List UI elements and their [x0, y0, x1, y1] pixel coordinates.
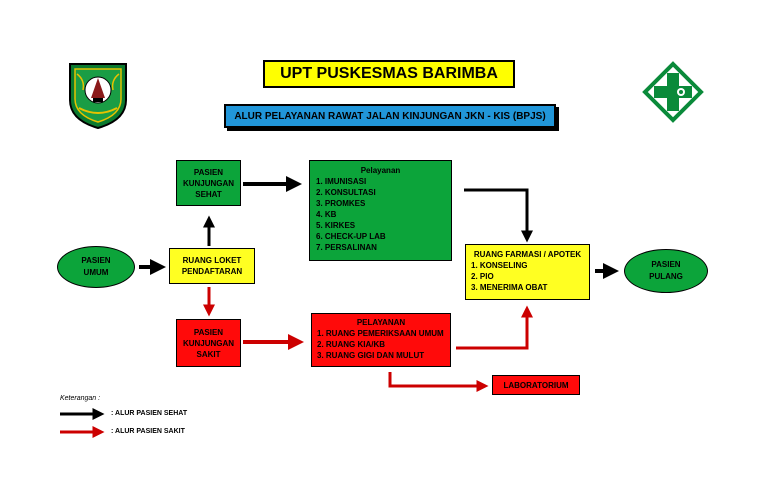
- list-item: 5. KIRKES: [316, 221, 356, 230]
- list-item: 1. RUANG PEMERIKSAAN UMUM: [317, 329, 444, 338]
- list-item: 3. RUANG GIGI DAN MULUT: [317, 351, 425, 360]
- node-pelayanan-sehat-list: 1. IMUNISASI 2. KONSULTASI 3. PROMKES 4.…: [316, 176, 445, 253]
- node-ruang-loket-line2: PENDAFTARAN: [181, 267, 243, 276]
- page-title: UPT PUSKESMAS BARIMBA: [263, 60, 515, 88]
- node-pasien-sakit-line2: KUNJUNGAN: [182, 338, 235, 348]
- node-pasien-sakit: PASIEN KUNJUNGAN SAKIT: [176, 319, 241, 367]
- page-title-text: UPT PUSKESMAS BARIMBA: [280, 65, 498, 82]
- list-item: 3. PROMKES: [316, 199, 366, 208]
- node-laboratorium-label: LABORATORIUM: [503, 380, 569, 390]
- arrow-pelayanan-sakit-to-farmasi: [456, 305, 533, 350]
- list-item: 4. KB: [316, 210, 337, 219]
- node-pelayanan-sakit-list: 1. RUANG PEMERIKSAAN UMUM 2. RUANG KIA/K…: [317, 328, 445, 361]
- node-pelayanan-sehat-title: Pelayanan: [360, 166, 401, 175]
- list-item: 2. RUANG KIA/KB: [317, 340, 386, 349]
- node-pasien-pulang-line1: PASIEN: [651, 260, 681, 269]
- node-ruang-loket-line1: RUANG LOKET: [182, 256, 242, 265]
- list-item: 1. KONSELING: [471, 261, 528, 270]
- node-farmasi-title: RUANG FARMASI / APOTEK: [473, 250, 582, 259]
- node-pelayanan-sakit: PELAYANAN 1. RUANG PEMERIKSAAN UMUM 2. R…: [311, 313, 451, 367]
- node-ruang-loket: RUANG LOKET PENDAFTARAN: [169, 248, 255, 284]
- page-subtitle: ALUR PELAYANAN RAWAT JALAN KINJUNGAN JKN…: [224, 104, 556, 128]
- node-pasien-umum: PASIEN UMUM: [57, 246, 135, 288]
- list-item: 7. PERSALINAN: [316, 243, 377, 252]
- node-pasien-sakit-line3: SAKIT: [196, 349, 221, 359]
- node-farmasi: RUANG FARMASI / APOTEK 1. KONSELING 2. P…: [465, 244, 590, 300]
- regional-emblem-icon: [65, 60, 131, 130]
- legend-caption: Keterangan :: [60, 395, 101, 402]
- node-pasien-umum-line2: UMUM: [83, 268, 109, 277]
- node-pasien-pulang: PASIEN PULANG: [624, 249, 708, 293]
- legend-sick-label: : ALUR PASIEN SAKIT: [111, 428, 185, 435]
- list-item: 1. IMUNISASI: [316, 177, 367, 186]
- arrow-pelayanan-to-farmasi: [464, 188, 533, 243]
- legend-healthy-label: : ALUR PASIEN SEHAT: [111, 410, 188, 417]
- node-pelayanan-sehat: Pelayanan 1. IMUNISASI 2. KONSULTASI 3. …: [309, 160, 452, 261]
- node-pasien-umum-line1: PASIEN: [81, 256, 111, 265]
- list-item: 3. MENERIMA OBAT: [471, 283, 548, 292]
- node-farmasi-list: 1. KONSELING 2. PIO 3. MENERIMA OBAT: [471, 260, 584, 293]
- node-pasien-sehat: PASIEN KUNJUNGAN SEHAT: [176, 160, 241, 206]
- health-cross-logo-icon: [641, 60, 705, 124]
- list-item: 2. PIO: [471, 272, 494, 281]
- list-item: 2. KONSULTASI: [316, 188, 376, 197]
- node-pasien-sehat-line1: PASIEN: [193, 167, 224, 177]
- node-pasien-sehat-line3: SEHAT: [195, 189, 222, 199]
- node-pelayanan-sakit-title: PELAYANAN: [356, 318, 406, 327]
- node-laboratorium: LABORATORIUM: [492, 375, 580, 395]
- arrow-pelayanan-sakit-to-lab: [388, 372, 489, 392]
- list-item: 6. CHECK-UP LAB: [316, 232, 386, 241]
- page-subtitle-text: ALUR PELAYANAN RAWAT JALAN KINJUNGAN JKN…: [234, 110, 546, 122]
- node-pasien-pulang-line2: PULANG: [649, 272, 683, 281]
- node-pasien-sakit-line1: PASIEN: [193, 327, 224, 337]
- node-pasien-sehat-line2: KUNJUNGAN: [182, 178, 235, 188]
